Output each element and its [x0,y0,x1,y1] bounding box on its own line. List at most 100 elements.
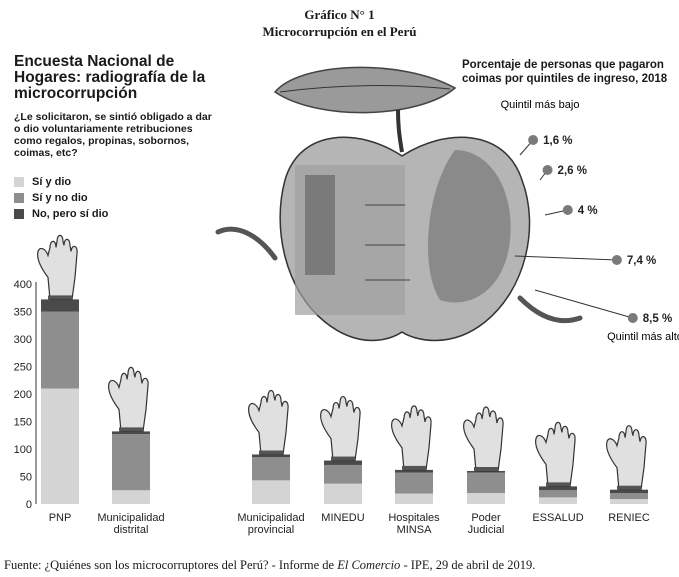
hand-cuff [331,456,355,461]
bar-segment [467,493,505,504]
category-label: Poder [471,512,501,524]
category-label: MINEDU [321,512,364,524]
bar-segment [252,454,290,458]
bar-segment [610,499,648,504]
banknote-strip [305,175,335,275]
survey-title: Encuesta Nacional de Hogares: radiografí… [14,53,206,102]
bar-segment [112,431,150,435]
y-tick-label: 400 [14,279,32,291]
category-label: Hospitales [388,512,440,524]
y-tick-label: 350 [14,307,32,319]
bar-segment [539,497,577,504]
worm-left [215,226,278,261]
bar-segment [252,480,290,504]
quintile-leader-line [514,255,617,261]
quintile-value-label: 1,6 % [543,135,572,147]
legend-swatch [14,177,24,187]
legend-label: Sí y dio [32,176,72,188]
bar-segment [467,471,505,473]
category-label: RENIEC [608,512,650,524]
source-note: Fuente: ¿Quiénes son los microcorruptore… [4,558,535,573]
figure-title: Microcorrupción en el Perú [262,24,417,39]
hand-cuff [402,465,426,470]
bar-segment [41,388,79,504]
legend-label: No, pero sí dio [32,208,109,220]
category-label: ESSALUD [532,512,583,524]
y-tick-label: 50 [20,472,32,484]
apple-leaf-vein [279,85,451,93]
survey-question: ¿Le solicitaron, se sintió obligado a da… [14,111,212,159]
source-prefix: Fuente: ¿Quiénes son los microcorruptore… [4,558,338,572]
legend-item: No, pero sí dio [14,206,108,222]
bar-segment [324,460,362,465]
legend-label: Sí y no dio [32,192,88,204]
raised-hand-icon [320,395,361,462]
quintile-value-label: 2,6 % [558,165,587,177]
legend-swatch [14,193,24,203]
worm-right [517,295,583,324]
bar-segment [41,299,79,312]
quintile-leader-line [534,289,633,319]
bar-segment [539,490,577,498]
legend-item: Sí y no dio [14,190,108,206]
figure-header: Gráfico N° 1 Microcorrupción en el Perú [0,6,679,40]
raised-hand-icon [391,405,432,471]
hand-cuff [546,482,570,487]
bar-segment [610,489,648,493]
hand-shape [391,405,432,471]
hand-shape [108,366,149,432]
y-tick-label: 0 [26,499,32,511]
category-label: Municipalidad [237,512,304,524]
category-label: distrital [114,524,149,536]
quintile-point [627,313,638,323]
category-label: provincial [248,524,294,536]
quintile-point [562,205,573,215]
raised-hand-icon [37,234,78,300]
quintile-value-label: 8,5 % [643,313,672,325]
category-label: Judicial [468,524,505,536]
quintile-chart: Quintil más bajo Quintil más alto 1,6 % 2… [501,99,679,343]
bar-segment [112,434,150,491]
bar-segment [610,493,648,500]
hand-cuff [119,427,143,432]
hand-cuff [474,467,498,471]
hand-shape [463,406,504,472]
apple-leaf [273,66,457,114]
category-label: MINSA [397,524,433,536]
legend-item: Sí y dio [14,174,108,190]
portrait-shape [428,150,511,303]
quintile-bottom-label: Quintil más alto [607,331,679,343]
y-tick-label: 300 [14,334,32,346]
quintile-top-label: Quintil más bajo [501,99,580,111]
bar-segment [395,493,433,504]
y-tick-label: 150 [14,417,32,429]
hand-shape [606,425,647,491]
figure-number: Gráfico N° 1 [304,7,375,22]
hand-shape [37,234,78,300]
bar-segment [252,457,290,481]
quintile-point [611,255,622,265]
bar-segment [324,464,362,484]
hand-cuff [259,450,283,455]
y-tick-label: 250 [14,362,32,374]
hand-cuff [617,485,641,490]
y-tick-label: 200 [14,389,32,401]
quintile-value-label: 4 % [578,205,598,217]
hand-shape [248,389,289,456]
quintile-chart-title: Porcentaje de personas que pagaron coima… [462,59,668,85]
hand-shape [320,395,361,462]
bar-segment [539,486,577,491]
hand-cuff [48,295,72,300]
legend-swatch [14,209,24,219]
hand-shape [535,421,576,487]
source-suffix: - IPE, 29 de abril de 2019. [400,558,536,572]
quintile-value-label: 7,4 % [627,255,656,267]
bar-segment [41,311,79,389]
category-label: Municipalidad [97,512,164,524]
bar-segment [324,483,362,504]
apple-stem [396,109,404,153]
raised-hand-icon [535,421,576,487]
bar-segment [395,472,433,494]
